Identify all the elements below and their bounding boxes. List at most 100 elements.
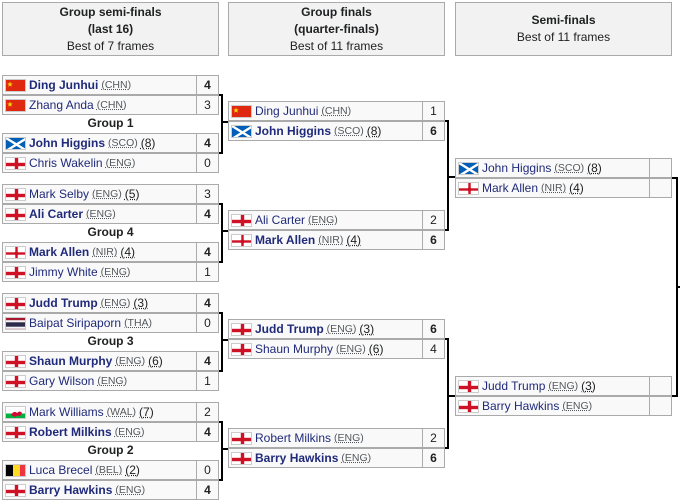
country-code[interactable]: (ENG) xyxy=(100,266,131,278)
seed-number[interactable]: (6) xyxy=(368,342,384,356)
player-name-link[interactable]: Shaun Murphy xyxy=(29,354,113,368)
player-name-link[interactable]: Ali Carter xyxy=(29,207,84,221)
country-code[interactable]: (CHN) xyxy=(101,79,132,91)
seed-number[interactable]: (2) xyxy=(125,463,140,477)
country-code[interactable]: (ENG) xyxy=(562,400,593,412)
player-name-link[interactable]: Luca Brecel xyxy=(29,463,93,477)
player-cell: Ding Junhui(CHN) xyxy=(229,102,423,120)
seed-number[interactable]: (7) xyxy=(139,405,154,419)
seed-number[interactable]: (8) xyxy=(140,136,156,150)
player-name-link[interactable]: Mark Selby xyxy=(29,187,90,201)
country-code[interactable]: (ENG) xyxy=(308,214,338,226)
country-code[interactable]: (WAL) xyxy=(106,406,137,418)
player-name-link[interactable]: Barry Hawkins xyxy=(29,483,113,497)
country-code[interactable]: (ENG) xyxy=(92,188,122,200)
country-code[interactable]: (ENG) xyxy=(97,375,128,387)
player-name-link[interactable]: Robert Milkins xyxy=(29,425,112,439)
player-name-link[interactable]: Baipat Siripaporn xyxy=(29,316,122,330)
country-code[interactable]: (ENG) xyxy=(341,452,372,464)
player-row: Mark Allen(NIR)(4) xyxy=(455,178,672,198)
player-name-link[interactable]: John Higgins xyxy=(482,161,552,175)
country-code[interactable]: (ENG) xyxy=(114,426,145,438)
country-code[interactable]: (ENG) xyxy=(334,432,364,444)
country-code[interactable]: (ENG) xyxy=(86,208,116,220)
country-code[interactable]: (SCO) xyxy=(554,162,585,174)
player-name-link[interactable]: Barry Hawkins xyxy=(482,399,560,413)
seed-number[interactable]: (3) xyxy=(133,296,149,310)
player-name-link[interactable]: Mark Allen xyxy=(29,245,90,259)
player-name-link[interactable]: Zhang Anda xyxy=(29,98,94,112)
player-name-link[interactable]: Ali Carter xyxy=(255,213,306,227)
country-code[interactable]: (THA) xyxy=(124,317,153,329)
player-name-link[interactable]: Barry Hawkins xyxy=(255,451,339,465)
country-code[interactable]: (ENG) xyxy=(115,355,146,367)
player-name-link[interactable]: Judd Trump xyxy=(255,322,324,336)
chn-flag-icon xyxy=(231,104,252,118)
round-title: (quarter-finals) xyxy=(294,21,379,36)
player-cell: Robert Milkins(ENG) xyxy=(229,429,423,447)
country-code[interactable]: (SCO) xyxy=(108,137,138,149)
bracket-connector xyxy=(676,286,680,288)
round-header: Group finals(quarter-finals)Best of 11 f… xyxy=(228,2,445,56)
score: 4 xyxy=(204,296,211,310)
country-code[interactable]: (ENG) xyxy=(326,323,357,335)
country-code[interactable]: (CHN) xyxy=(96,99,127,111)
player-name-link[interactable]: Mark Williams xyxy=(29,405,104,419)
bracket-connector xyxy=(447,120,449,231)
country-code[interactable]: (ENG) xyxy=(115,484,146,496)
bracket-connector xyxy=(221,421,223,481)
player-name-link[interactable]: Chris Wakelin xyxy=(29,156,103,170)
country-code[interactable]: (ENG) xyxy=(100,297,131,309)
score: 6 xyxy=(430,451,437,465)
score: 6 xyxy=(430,322,437,336)
country-code[interactable]: (CHN) xyxy=(321,105,352,117)
player-name-link[interactable]: John Higgins xyxy=(255,124,331,138)
seed-number[interactable]: (3) xyxy=(581,379,596,393)
country-code[interactable]: (NIR) xyxy=(318,234,344,246)
player-name-link[interactable]: Judd Trump xyxy=(29,296,98,310)
bracket-connector xyxy=(221,448,228,450)
seed-number[interactable]: (3) xyxy=(359,322,375,336)
player-row: Zhang Anda(CHN)3 xyxy=(2,95,219,115)
bracket-connector xyxy=(672,177,678,179)
player-name-link[interactable]: Ding Junhui xyxy=(255,104,319,118)
bracket-connector xyxy=(221,230,228,232)
score: 4 xyxy=(430,342,437,356)
eng-flag-icon xyxy=(231,213,252,227)
player-name-link[interactable]: Jimmy White xyxy=(29,265,98,279)
player-cell: Chris Wakelin(ENG) xyxy=(3,154,197,172)
nir-flag-icon xyxy=(5,245,26,259)
player-name-link[interactable]: John Higgins xyxy=(29,136,105,150)
country-code[interactable]: (SCO) xyxy=(334,125,364,137)
country-code[interactable]: (NIR) xyxy=(541,182,567,194)
player-row: Jimmy White(ENG)1 xyxy=(2,262,219,282)
bracket-connector xyxy=(221,121,228,123)
player-name-link[interactable]: Ding Junhui xyxy=(29,78,99,92)
seed-number[interactable]: (4) xyxy=(569,181,584,195)
score: 4 xyxy=(204,245,211,259)
seed-number[interactable]: (8) xyxy=(366,124,382,138)
player-name-link[interactable]: Robert Milkins xyxy=(255,431,332,445)
player-name-link[interactable]: Mark Allen xyxy=(255,233,316,247)
seed-number[interactable]: (4) xyxy=(120,245,135,259)
player-name-link[interactable]: Judd Trump xyxy=(482,379,546,393)
player-name-link[interactable]: Mark Allen xyxy=(482,181,539,195)
eng-flag-icon xyxy=(231,322,252,336)
country-code[interactable]: (ENG) xyxy=(105,157,136,169)
country-code[interactable]: (ENG) xyxy=(548,380,579,392)
seed-number[interactable]: (6) xyxy=(148,354,163,368)
score: 3 xyxy=(204,187,211,201)
country-code[interactable]: (BEL) xyxy=(95,464,123,476)
seed-number[interactable]: (8) xyxy=(587,161,602,175)
country-code[interactable]: (NIR) xyxy=(92,246,118,258)
score: 4 xyxy=(204,136,211,150)
seed-number[interactable]: (5) xyxy=(124,187,140,201)
player-name-link[interactable]: Gary Wilson xyxy=(29,374,95,388)
round-title: Semi-finals xyxy=(531,13,596,27)
player-cell: Judd Trump(ENG)(3) xyxy=(229,320,423,338)
seed-number[interactable]: (4) xyxy=(346,233,361,247)
country-code[interactable]: (ENG) xyxy=(336,343,366,355)
score: 4 xyxy=(204,354,211,368)
player-row: Barry Hawkins(ENG) xyxy=(455,396,672,416)
player-name-link[interactable]: Shaun Murphy xyxy=(255,342,334,356)
